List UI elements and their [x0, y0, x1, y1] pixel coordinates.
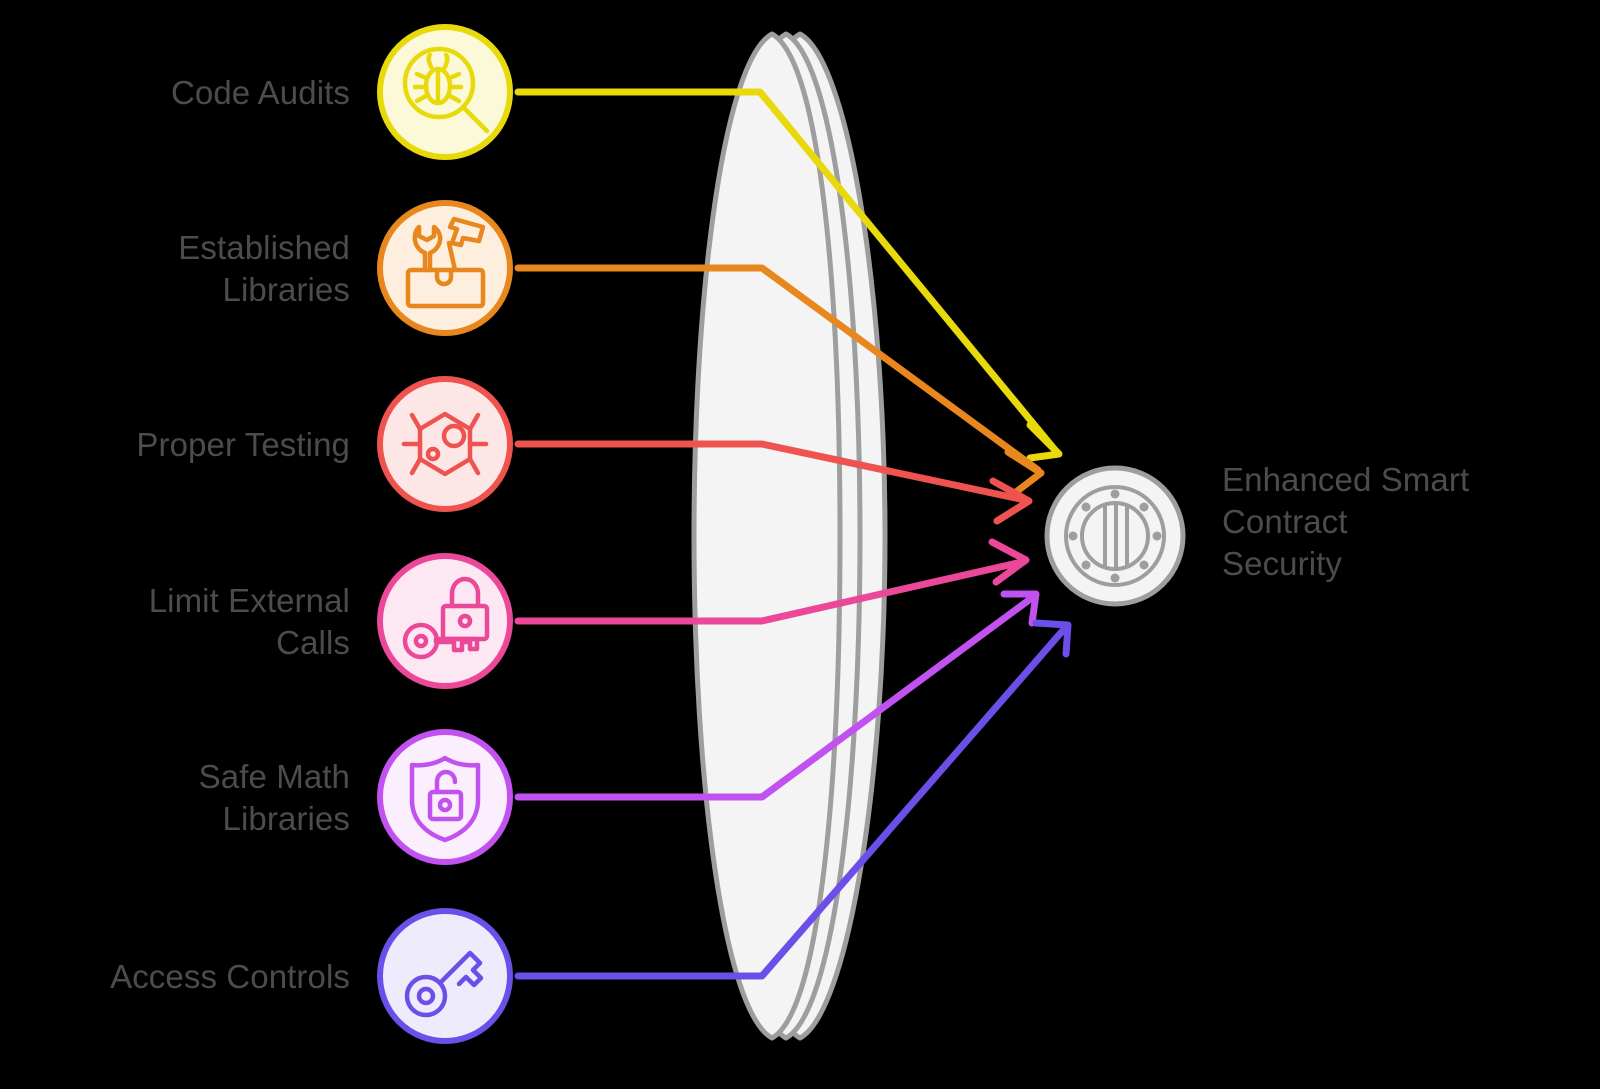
connector-safe-math-libraries	[514, 590, 1040, 801]
bug-magnifier-icon	[402, 46, 490, 134]
node-circle-safe-math-libraries[interactable]	[377, 729, 513, 865]
source-node-proper-testing[interactable]	[377, 376, 513, 512]
label-code-audits: Code Audits	[170, 74, 350, 111]
connector-code-audits	[514, 88, 1063, 462]
connector-access-controls	[514, 619, 1072, 980]
target-node-enhanced-smart-contract-security[interactable]	[1044, 465, 1186, 607]
connector-established-libraries	[514, 264, 1045, 496]
key-icon	[404, 950, 484, 1018]
label-enhanced-smart-contract-security: Enhanced Smart Contract Security	[1222, 461, 1470, 582]
lens-layer-inner	[691, 31, 843, 1041]
source-node-limit-external-calls[interactable]	[377, 553, 513, 689]
lock-key-icon	[402, 576, 490, 660]
source-node-safe-math-libraries[interactable]	[377, 729, 513, 865]
label-limit-external-calls: Limit External Calls	[148, 582, 350, 661]
shield-lock-icon	[409, 755, 481, 843]
lens-barrier	[691, 31, 888, 1041]
label-access-controls: Access Controls	[110, 958, 350, 995]
source-node-code-audits[interactable]	[377, 24, 513, 160]
label-safe-math-libraries: Safe Math Libraries	[198, 758, 350, 837]
connector-proper-testing	[514, 440, 1033, 525]
source-node-established-libraries[interactable]	[377, 200, 513, 336]
node-circle-code-audits[interactable]	[377, 24, 513, 160]
toolbox-icon	[405, 216, 486, 309]
connector-limit-external-calls	[514, 538, 1030, 625]
source-node-access-controls[interactable]	[377, 908, 513, 1044]
connector-group	[514, 88, 1072, 980]
vault-door-icon	[1064, 485, 1166, 587]
molecule-hexagon-icon	[401, 411, 489, 477]
label-established-libraries: Established Libraries	[178, 229, 350, 308]
label-proper-testing: Proper Testing	[136, 426, 350, 463]
